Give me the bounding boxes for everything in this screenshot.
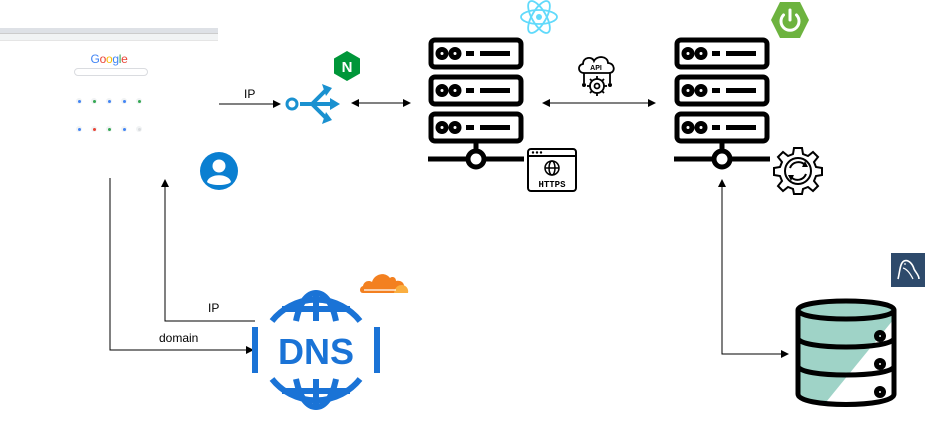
google-logo-letter: e <box>121 52 128 66</box>
google-logo: Google <box>74 52 144 66</box>
edge-label-domain: domain <box>159 331 199 345</box>
browser-tab-bar <box>0 28 218 34</box>
shortcut-tile <box>136 126 142 132</box>
sync-gear-icon <box>773 147 823 195</box>
edge-label-ip-proxy: IP <box>244 87 256 101</box>
load-balancer-icon <box>285 84 340 124</box>
shortcut-tile <box>121 98 127 104</box>
dns-text: DNS <box>278 331 354 372</box>
api-text: API <box>590 65 602 72</box>
edge-label-ip-dns: IP <box>208 301 220 315</box>
mysql-icon <box>891 253 925 287</box>
google-logo-letter: o <box>105 52 113 66</box>
spring-boot-icon <box>771 2 809 38</box>
shortcut-tiles <box>76 98 148 138</box>
browser-screenshot <box>0 28 218 178</box>
shortcut-tile <box>106 126 112 132</box>
nginx-icon: N <box>334 51 360 81</box>
edge-backend-database <box>718 179 789 358</box>
google-logo-letter: G <box>90 52 100 66</box>
shortcut-tile <box>76 98 82 104</box>
backend-server-icon <box>674 37 770 170</box>
nginx-letter: N <box>342 59 353 76</box>
react-icon <box>520 0 558 34</box>
google-logo-letter: l <box>118 52 122 66</box>
shortcut-tile <box>76 126 82 132</box>
shortcut-tile <box>91 98 97 104</box>
shortcut-tile <box>91 126 97 132</box>
shortcut-tile <box>136 98 142 104</box>
https-icon: HTTPS <box>527 148 577 192</box>
https-text: HTTPS <box>538 180 566 190</box>
edge-client-to-dns <box>109 178 254 354</box>
frontend-server-icon <box>428 37 524 170</box>
database-icon <box>795 298 897 407</box>
shortcut-tile <box>106 98 112 104</box>
cloudflare-icon <box>360 274 409 293</box>
google-logo-letter: o <box>99 52 107 66</box>
shortcut-tile <box>121 126 127 132</box>
user-icon <box>200 152 238 190</box>
edge-dns-to-client <box>161 179 255 322</box>
google-search-box <box>74 68 148 76</box>
dns-globe-icon: DNS <box>252 289 380 411</box>
google-logo-letter: g <box>112 52 119 66</box>
api-gear-icon: API <box>578 56 615 96</box>
browser-address-bar <box>0 34 218 41</box>
